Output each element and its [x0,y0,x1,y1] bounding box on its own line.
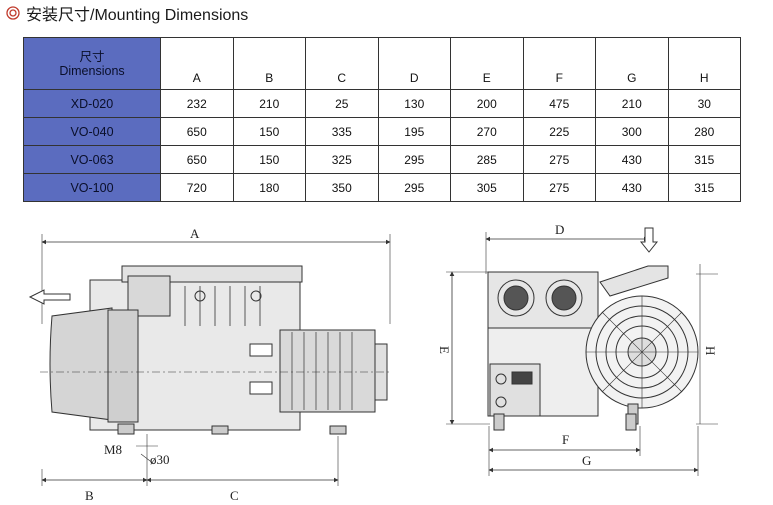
value-cell: 295 [377,145,451,174]
value-cell: 300 [595,117,669,146]
model-cell: XD-020 [23,89,161,118]
value-cell: 295 [377,173,451,202]
value-cell: 150 [232,117,306,146]
table-header-dimensions: 尺寸 Dimensions [23,37,161,90]
value-cell: 335 [305,117,379,146]
header-zh: 尺寸 [79,49,105,64]
column-header: D [377,37,451,90]
value-cell: 285 [450,145,524,174]
value-cell: 315 [667,173,741,202]
value-cell: 150 [232,145,306,174]
model-cell: VO-100 [23,173,161,202]
value-cell: 475 [522,89,596,118]
value-cell: 195 [377,117,451,146]
side-view [28,234,392,486]
value-cell: 200 [450,89,524,118]
value-cell: 325 [305,145,379,174]
table-row: VO-063 650 150 325 295 285 275 430 315 [23,145,741,174]
header-en: Dimensions [59,63,125,78]
value-cell: 280 [667,117,741,146]
value-cell: 270 [450,117,524,146]
column-header: H [667,37,741,90]
label-c: C [230,488,239,503]
section-title-text: 安装尺寸/Mounting Dimensions [26,7,249,24]
value-cell: 210 [232,89,306,118]
label-a: A [190,226,200,241]
value-cell: 275 [522,145,596,174]
column-header: C [305,37,379,90]
label-e: E [437,346,452,354]
value-cell: 210 [595,89,669,118]
label-f: F [562,432,569,447]
label-m8: M8 [104,442,122,457]
label-d: D [555,222,564,237]
value-cell: 232 [160,89,234,118]
table-row: VO-040 650 150 335 195 270 225 300 280 [23,117,741,146]
dimensions-table: 尺寸 Dimensions A B C D E F G H XD-020 232… [23,37,741,202]
column-header: B [232,37,306,90]
column-header: G [595,37,669,90]
value-cell: 275 [522,173,596,202]
value-cell: 650 [160,145,234,174]
value-cell: 430 [595,145,669,174]
label-b: B [85,488,94,503]
value-cell: 225 [522,117,596,146]
table-header-row: 尺寸 Dimensions A B C D E F G H [23,37,741,90]
label-h: H [703,346,718,355]
label-g: G [582,453,591,468]
value-cell: 430 [595,173,669,202]
value-cell: 720 [160,173,234,202]
table-row: XD-020 232 210 25 130 200 475 210 30 [23,89,741,118]
double-circle-icon [6,6,20,20]
value-cell: 650 [160,117,234,146]
label-d30: ø30 [150,452,170,467]
model-cell: VO-063 [23,145,161,174]
front-view [446,227,718,476]
value-cell: 305 [450,173,524,202]
value-cell: 30 [667,89,741,118]
section-title: 安装尺寸/Mounting Dimensions [6,3,249,24]
table-row: VO-100 720 180 350 295 305 275 430 315 [23,173,741,202]
technical-drawing: A M8 ø30 B C [28,222,718,503]
model-cell: VO-040 [23,117,161,146]
column-header: A [160,37,234,90]
value-cell: 180 [232,173,306,202]
value-cell: 350 [305,173,379,202]
value-cell: 25 [305,89,379,118]
value-cell: 315 [667,145,741,174]
column-header: E [450,37,524,90]
value-cell: 130 [377,89,451,118]
column-header: F [522,37,596,90]
